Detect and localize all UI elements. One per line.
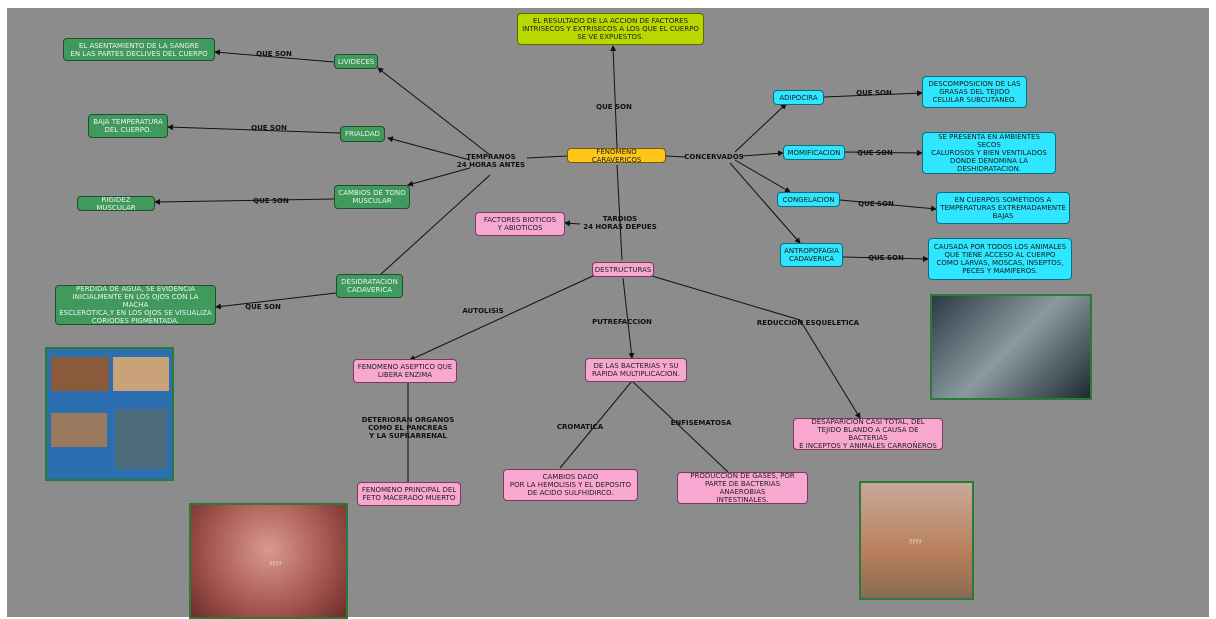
node-ambientes-secos[interactable]: SE PRESENTA EN AMBIENTES SECOS CALUROSOS… (922, 132, 1056, 174)
node-top-result[interactable]: EL RESULTADO DE LA ACCION DE FACTORES IN… (517, 13, 704, 45)
photo-torso-caption: ???? (269, 561, 282, 568)
label-que-son-momificacion: QUE SON (857, 149, 893, 157)
label-que-son-adipocira: QUE SON (856, 89, 892, 97)
node-baja-temp[interactable]: BAJA TEMPERATURA DEL CUERPO. (88, 114, 168, 138)
photo-back: ???? (859, 481, 974, 600)
label-que-son-livideces: QUE SON (256, 50, 292, 58)
node-destructuras[interactable]: DESTRUCTURAS (592, 262, 654, 277)
label-tardios: TARDIOS 24 HORAS DEPUES (583, 215, 657, 231)
label-enfisematosa: ENFISEMATOSA (670, 419, 732, 427)
label-reduccion: REDUCCION ESQUELETICA (756, 319, 860, 327)
label-que-son-top: QUE SON (596, 103, 632, 111)
node-congelacion[interactable]: CONGELACION (777, 192, 840, 207)
photo-torso: ???? (189, 503, 348, 619)
node-cambios-dado[interactable]: CAMBIOS DADO POR LA HEMOLISIS Y EL DEPOS… (503, 469, 638, 501)
label-que-son-congelacion: QUE SON (858, 200, 894, 208)
node-rigidez[interactable]: RIGIDEZ MUSCULAR (77, 196, 155, 212)
node-center[interactable]: FENOMENO CARAVERICOS (567, 148, 666, 164)
label-putrefaccion: PUTREFACCION (592, 318, 652, 326)
node-produccion-gases[interactable]: PRODUCCION DE GASES, POR PARTE DE BACTER… (677, 472, 808, 504)
label-que-son-antropofagia: QUE SON (868, 254, 904, 262)
label-que-son-cambios: QUE SON (253, 197, 289, 205)
node-feto[interactable]: FENOMENO PRINCIPAL DEL FETO MACERADO MUE… (357, 482, 461, 506)
node-aseptico[interactable]: FENOMENO ASEPTICO QUE LIBERA ENZIMA (353, 359, 457, 383)
node-adipocira[interactable]: ADIPOCIRA (773, 90, 824, 105)
node-cuerpos-sometidos[interactable]: EN CUERPOS SOMETIDOS A TEMPERATURAS EXTR… (936, 192, 1070, 224)
node-bacterias[interactable]: DE LAS BACTERIAS Y SU RAPIDA MULTIPLICAC… (585, 358, 687, 382)
label-cromatica: CROMATICA (556, 423, 604, 431)
node-asentamiento[interactable]: EL ASENTAMIENTO DE LA SANGRE EN LAS PART… (63, 38, 215, 61)
node-causada[interactable]: CAUSADA POR TODOS LOS ANIMALES QUE TIENE… (928, 238, 1072, 280)
photo-mummy (930, 294, 1092, 400)
node-frialdad[interactable]: FRIALDAD (340, 126, 385, 142)
node-antropofagia[interactable]: ANTROPOFAGIA CADAVERICA (780, 243, 843, 267)
photo-back-caption: ???? (909, 539, 922, 546)
label-que-son-desidratacion: QUE SON (245, 303, 281, 311)
node-momificacion[interactable]: MOMIFICACION (783, 145, 845, 160)
node-livideces[interactable]: LIVIDECES (334, 54, 378, 69)
label-tempranos: TEMPRANOS 24 HORAS ANTES (456, 153, 526, 169)
node-descomposicion[interactable]: DESCOMPOSICION DE LAS GRASAS DEL TEJIDO … (922, 76, 1027, 108)
label-deterioran: DETERIORAN ORGANOS COMO EL PANCREAS Y LA… (361, 416, 455, 440)
node-desaparicion[interactable]: DESAPARICION CASI TOTAL, DEL TEJIDO BLAN… (793, 418, 943, 450)
node-perdida-agua[interactable]: PERDIDA DE AGUA, SE EVIDENCIA INICIALMEN… (55, 285, 216, 325)
node-cambios-tono[interactable]: CAMBIOS DE TONO MUSCULAR (334, 185, 410, 209)
node-factores[interactable]: FACTORES BIOTICOS Y ABIOTICOS (475, 212, 565, 236)
label-que-son-frialdad: QUE SON (251, 124, 287, 132)
label-autolisis: AUTOLISIS (462, 307, 504, 315)
label-concervados: CONCERVADOS (684, 153, 744, 161)
photo-collage-left (45, 347, 174, 481)
node-desidratacion[interactable]: DESIDRATACION CADAVERICA (336, 274, 403, 298)
